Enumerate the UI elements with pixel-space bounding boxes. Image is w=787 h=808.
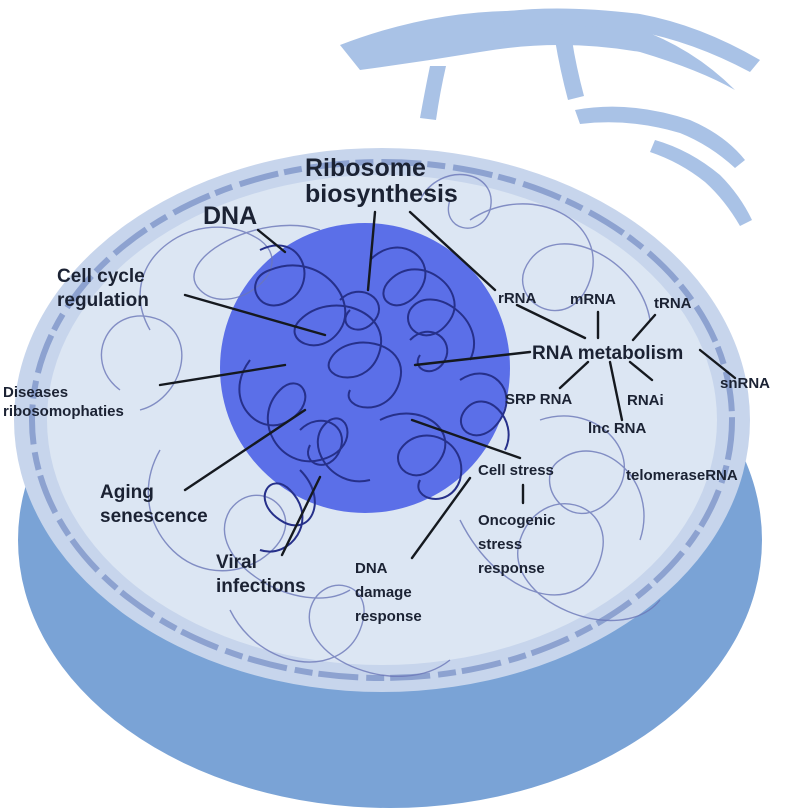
label-cellcycle-line2: regulation [57,290,149,311]
label-aging-line1: Aging [100,482,154,503]
nucleolus [220,223,510,513]
label-aging-line2: senescence [100,506,208,527]
label-srprna: SRP RNA [505,391,572,408]
chromatin-light [100,173,661,677]
label-telomerase: telomeraseRNA [626,467,738,484]
label-mrna: mRNA [570,291,616,308]
label-rnai: RNAi [627,392,664,409]
label-viral-line1: Viral [216,552,257,573]
label-dnadamage-line1: DNA [355,560,388,577]
endoplasmic-reticulum [340,8,760,226]
label-oncogenic-line1: Oncogenic [478,512,556,529]
nuclear-envelope-rim [29,159,735,681]
label-diseases-line2: ribosomophaties [3,403,124,420]
label-cellcycle-line1: Cell cycle [57,266,145,287]
label-rna-metabolism: RNA metabolism [532,343,683,364]
labels: Ribosome biosynthesis DNA Cell cycle reg… [3,154,770,625]
label-snrna: snRNA [720,375,770,392]
label-rrna: rRNA [498,290,537,307]
label-viral-line2: infections [216,576,306,597]
leader-lines [158,210,737,560]
label-ribosome-line2: biosynthesis [305,180,458,208]
label-cellstress: Cell stress [478,462,554,479]
label-dnadamage-line2: damage [355,584,412,601]
label-ribosome-line1: Ribosome [305,154,426,182]
label-dnadamage-line3: response [355,608,422,625]
label-trna: tRNA [654,295,692,312]
label-dna: DNA [203,202,257,230]
label-diseases-line1: Diseases [3,384,68,401]
label-lncrna: lnc RNA [588,420,647,437]
label-oncogenic-line3: response [478,560,545,577]
label-oncogenic-line2: stress [478,536,522,553]
